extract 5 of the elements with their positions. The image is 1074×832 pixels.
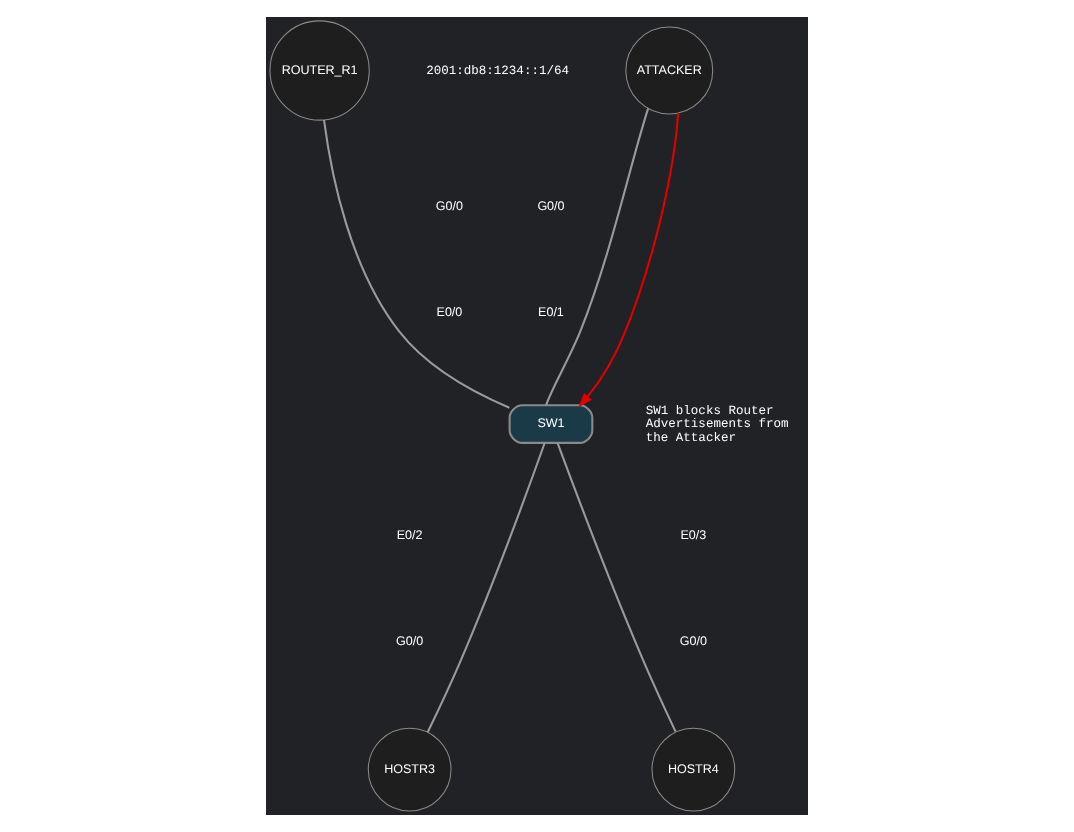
connector: [545, 108, 650, 406]
connector: [556, 442, 677, 733]
arrow: [578, 113, 680, 408]
connector: [426, 442, 546, 733]
connector: [322, 119, 510, 409]
